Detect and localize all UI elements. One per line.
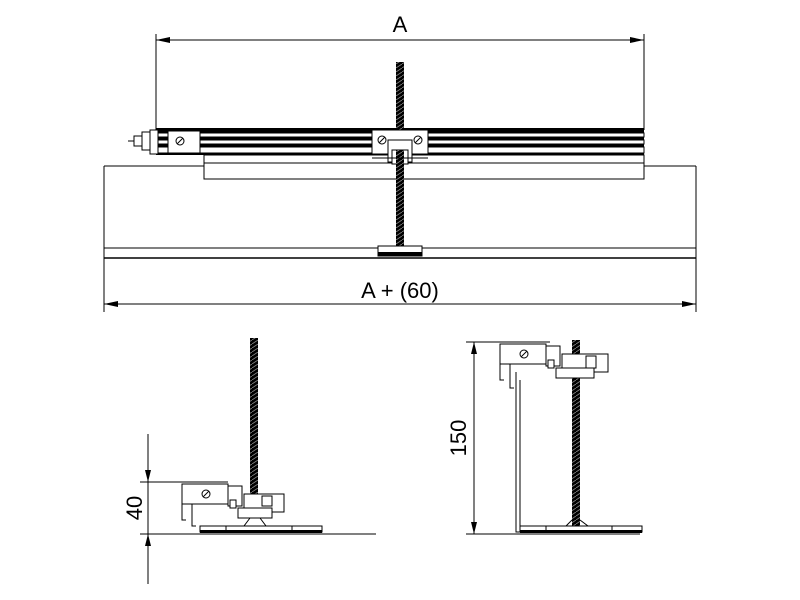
threaded-rod-low: [250, 338, 258, 516]
rod-foot-top: [377, 245, 423, 257]
bracket-high: [499, 343, 609, 533]
center-bracket: [371, 129, 429, 168]
foot-plate-low: [199, 525, 323, 533]
dimension-150: 150: [446, 341, 640, 535]
top-assembly-view: A: [103, 12, 697, 312]
dimension-40-label: 40: [122, 496, 147, 520]
dimension-40: 40: [122, 434, 376, 584]
side-view-low: 40: [122, 338, 376, 584]
dimension-a-plus-60: A + (60): [104, 278, 696, 307]
end-clamp: [128, 129, 159, 155]
bracket-low: [181, 483, 285, 527]
dimension-a-plus-60-label: A + (60): [361, 278, 439, 303]
foot-plate-high: [519, 519, 643, 533]
dimension-150-label: 150: [446, 420, 471, 457]
dimension-a-label: A: [393, 12, 408, 37]
threaded-rod-high: [572, 340, 580, 526]
side-view-high: 150: [446, 340, 643, 535]
dimension-a: A: [155, 12, 645, 130]
